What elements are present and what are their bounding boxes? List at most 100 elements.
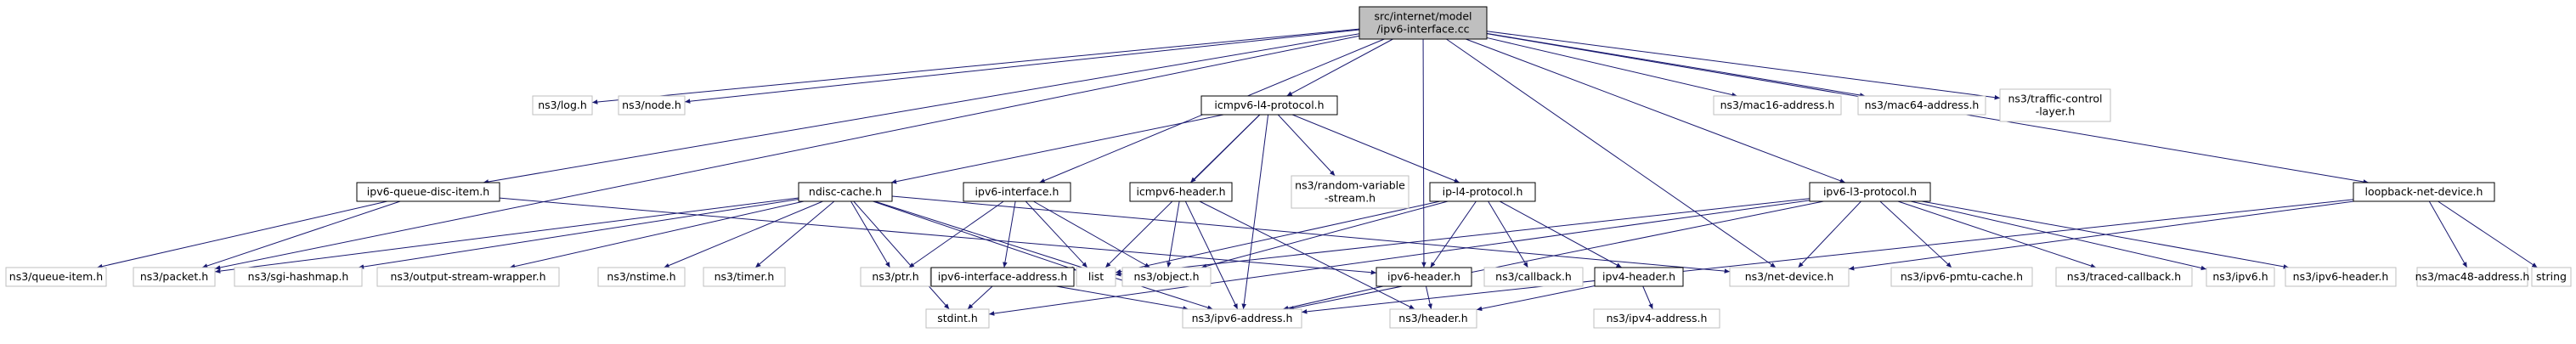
- node-ipv4hdr[interactable]: ipv4-header.h: [1594, 267, 1684, 287]
- edge-ipv4hdr-to-ipv4addr: [1642, 285, 1653, 310]
- node-box-list: [1076, 267, 1116, 287]
- node-pmtu: ns3/ipv6-pmtu-cache.h: [1890, 267, 2033, 287]
- node-box-nsipv6hdr: [2285, 267, 2397, 287]
- edge-ipv6hdr-to-header: [1425, 285, 1432, 310]
- node-label-icmpv6l4-line-1: icmpv6-l4-protocol.h: [1214, 99, 1324, 111]
- node-box-loopback: [2353, 182, 2495, 202]
- node-box-ipv4addr: [1593, 308, 1720, 329]
- node-nsipv6hdr: ns3/ipv6-header.h: [2285, 267, 2397, 287]
- node-qdisc[interactable]: ipv6-queue-disc-item.h: [356, 182, 500, 202]
- edge-icmpv6l4-to-ndisc: [890, 114, 1224, 184]
- edge-ndisc-to-list: [873, 200, 1077, 271]
- edge-ipv6if-to-ptr: [908, 200, 1004, 268]
- node-label-randvar-line-2: -stream.h: [1325, 192, 1376, 205]
- node-icmpv6hdr[interactable]: icmpv6-header.h: [1129, 182, 1233, 202]
- node-box-mac16: [1713, 95, 1842, 116]
- node-mac48: ns3/mac48-address.h: [2415, 267, 2529, 287]
- edge-root-to-qdisc: [483, 33, 1360, 184]
- node-packet: ns3/packet.h: [133, 267, 216, 287]
- node-label-node-line-1: ns3/node.h: [622, 99, 681, 111]
- node-label-string-line-1: string: [2536, 270, 2567, 283]
- node-mac16: ns3/mac16-address.h: [1713, 95, 1842, 116]
- node-label-randvar-line-1: ns3/random-variable: [1295, 179, 1405, 192]
- node-label-loopback-line-1: loopback-net-device.h: [2365, 185, 2483, 198]
- edge-qdisc-to-ipv6hdr: [499, 197, 1377, 275]
- node-ptr: ns3/ptr.h: [860, 267, 931, 287]
- node-timer: ns3/timer.h: [703, 267, 786, 287]
- edge-root-to-netdevice: [1446, 38, 1777, 268]
- node-traffic: ns3/traffic-control-layer.h: [1999, 88, 2111, 122]
- edge-ipv6l3-to-list: [1115, 198, 1811, 277]
- edge-qdisc-to-packet: [201, 200, 401, 268]
- edge-ndisc-to-sgi: [358, 199, 799, 269]
- node-osw: ns3/output-stream-wrapper.h: [376, 267, 560, 287]
- edge-ndisc-to-packet: [214, 197, 799, 274]
- edge-loopback-to-string: [2438, 200, 2538, 268]
- node-ipv6l3[interactable]: ipv6-l3-protocol.h: [1809, 182, 1931, 202]
- node-box-ndisc: [798, 182, 893, 202]
- node-mac64: ns3/mac64-address.h: [1857, 95, 1986, 116]
- node-label-pmtu-line-1: ns3/ipv6-pmtu-cache.h: [1901, 270, 2023, 283]
- edge-root-to-node: [684, 29, 1360, 104]
- edge-icmpv6l4-to-ipl4: [1291, 114, 1460, 183]
- node-label-ptr-line-1: ns3/ptr.h: [872, 270, 918, 283]
- edge-ndisc-to-stdint: [853, 200, 950, 310]
- node-label-nstime-line-1: ns3/nstime.h: [607, 270, 675, 283]
- node-root: src/internet/model/ipv6-interface.cc: [1359, 6, 1488, 40]
- edge-ipv6l3-to-stdint: [988, 200, 1811, 316]
- node-box-queueitem: [5, 267, 107, 287]
- edge-ipv6ifaddr-to-stdint: [967, 285, 993, 310]
- edge-ndisc-to-nstime: [664, 200, 823, 268]
- edge-ipl4-to-list: [1115, 200, 1441, 274]
- edge-ipv6ifaddr-to-ipv6addr: [1056, 285, 1189, 311]
- edge-ipv6hdr-to-ipv6addr: [1282, 285, 1384, 311]
- edge-ipv6if-to-list: [1025, 200, 1088, 268]
- edge-root-to-icmpv6l4: [1286, 38, 1393, 97]
- node-loopback[interactable]: loopback-net-device.h: [2353, 182, 2495, 202]
- node-label-ndisc-line-1: ndisc-cache.h: [809, 185, 882, 198]
- node-label-osw-line-1: ns3/output-stream-wrapper.h: [390, 270, 545, 283]
- edge-ipv4hdr-to-header: [1476, 285, 1596, 312]
- node-label-nsipv6hdr-line-1: ns3/ipv6-header.h: [2293, 270, 2389, 283]
- node-box-object: [1121, 267, 1212, 287]
- node-tracedcb: ns3/traced-callback.h: [2055, 267, 2193, 287]
- edge-icmpv6hdr-to-header: [1199, 200, 1415, 310]
- node-string: string: [2531, 267, 2572, 287]
- node-ipv6addr: ns3/ipv6-address.h: [1182, 308, 1302, 329]
- edge-ndisc-to-ipv6addr: [874, 200, 1213, 310]
- node-box-netdevice: [1729, 267, 1850, 287]
- node-ipv6if[interactable]: ipv6-interface.h: [963, 182, 1071, 202]
- edge-root-to-ipv6hdr: [1421, 38, 1426, 268]
- edge-root-to-ipv6l3: [1466, 38, 1846, 183]
- node-label-header-line-1: ns3/header.h: [1398, 312, 1467, 324]
- node-sgi: ns3/sgi-hashmap.h: [234, 267, 363, 287]
- node-box-icmpv6l4: [1200, 95, 1338, 116]
- edges-layer: [97, 28, 2538, 316]
- node-ipv6ifaddr[interactable]: ipv6-interface-address.h: [930, 267, 1075, 287]
- node-ipv6hdr[interactable]: ipv6-header.h: [1376, 267, 1472, 287]
- edge-loopback-to-mac48: [2428, 200, 2468, 268]
- node-log: ns3/log.h: [532, 95, 593, 116]
- node-list: list: [1076, 267, 1116, 287]
- node-icmpv6l4[interactable]: icmpv6-l4-protocol.h: [1200, 95, 1338, 116]
- node-box-ipv6ifaddr: [930, 267, 1075, 287]
- edge-ipv6if-to-ipv6ifaddr: [1003, 200, 1016, 268]
- node-label-qdisc-line-1: ipv6-queue-disc-item.h: [367, 185, 489, 198]
- node-ipv4addr: ns3/ipv4-address.h: [1593, 308, 1720, 329]
- node-ndisc[interactable]: ndisc-cache.h: [798, 182, 893, 202]
- node-ipl4[interactable]: ip-l4-protocol.h: [1429, 182, 1536, 202]
- edge-ipv6l3-to-tracedcb: [1897, 200, 2097, 268]
- edge-ndisc-to-osw: [509, 200, 805, 269]
- edge-loopback-to-ipv6addr: [1301, 199, 2354, 314]
- edge-ndisc-to-ptr: [850, 200, 890, 268]
- node-box-ipv6hdr: [1376, 267, 1472, 287]
- node-netdevice: ns3/net-device.h: [1729, 267, 1850, 287]
- node-header: ns3/header.h: [1389, 308, 1477, 329]
- node-box-ipv6h: [2206, 267, 2275, 287]
- node-box-icmpv6hdr: [1129, 182, 1233, 202]
- edge-root-to-mac64: [1486, 32, 1866, 98]
- node-box-header: [1389, 308, 1477, 329]
- edge-icmpv6l4-to-ipv6addr: [1241, 114, 1269, 310]
- node-label-ipv6addr-line-1: ns3/ipv6-address.h: [1192, 312, 1293, 324]
